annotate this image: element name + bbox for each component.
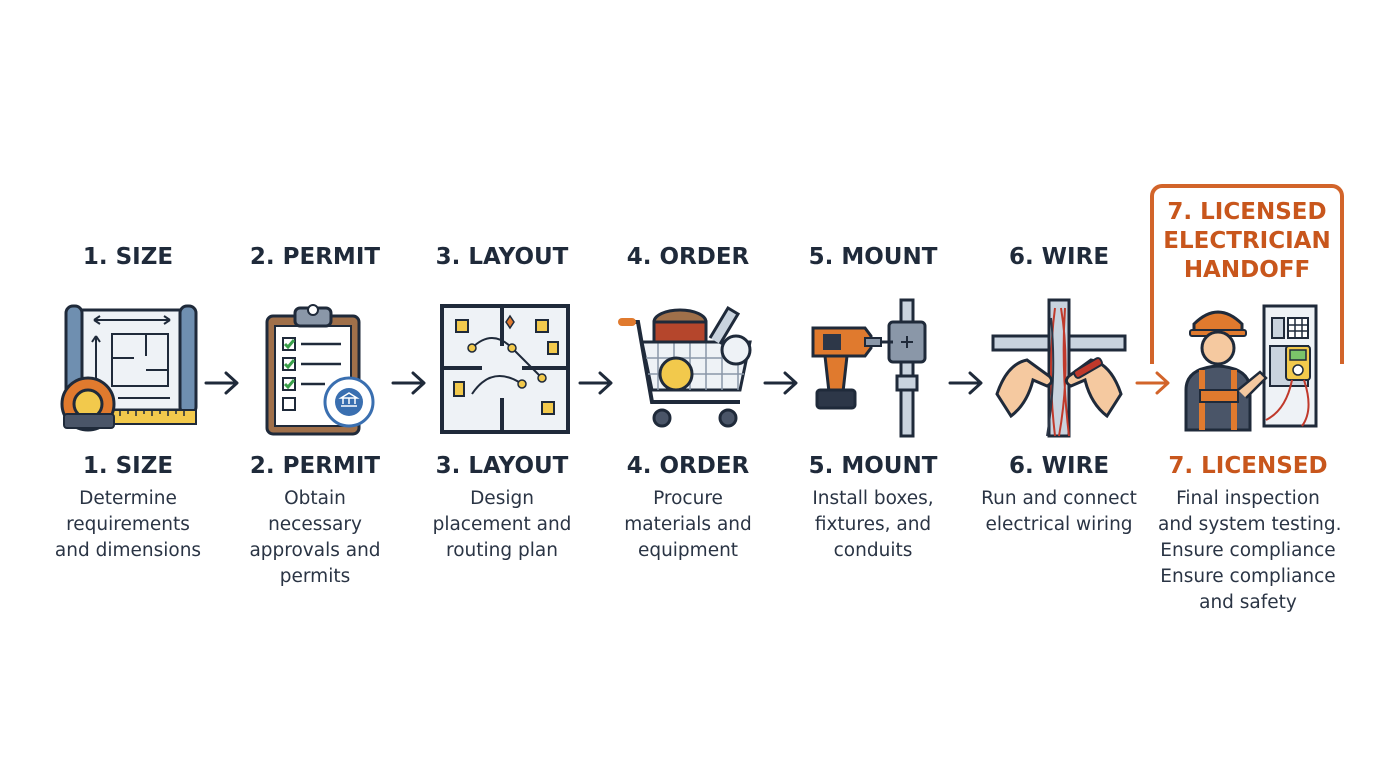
- step-wire: 6. WIRE 6. WIRE Run and connect electric…: [969, 0, 1149, 768]
- clipboard-checklist-icon: [245, 298, 385, 438]
- shopping-cart-icon: [618, 298, 758, 438]
- desc-line: Design: [470, 488, 534, 509]
- step-permit: 2. PERMIT 2. PERMIT Obtain necessary app…: [225, 0, 405, 768]
- step-subtitle: 3. LAYOUT: [435, 453, 569, 479]
- desc-line: permits: [279, 566, 351, 587]
- step-subtitle: 1. SIZE: [82, 453, 174, 479]
- desc-line: Install boxes,: [812, 488, 934, 509]
- step-size: 1. SIZE 1. SIZE Determine requirements a…: [38, 0, 218, 768]
- arrow-right-icon: [203, 369, 241, 397]
- desc-line: Determine: [79, 488, 177, 509]
- step-title-highlighted: 7. LICENSED ELECTRICIAN HANDOFF: [1150, 198, 1344, 285]
- step-title: 3. LAYOUT: [435, 244, 569, 270]
- desc-line: conduits: [833, 540, 913, 561]
- step-licensed-electrician: 7. LICENSED Final inspection and system …: [1158, 0, 1342, 768]
- step-title: 4. ORDER: [626, 244, 750, 270]
- desc-line: requirements: [66, 514, 190, 535]
- desc-line: Obtain: [284, 488, 346, 509]
- title-line: HANDOFF: [1183, 257, 1311, 283]
- desc-line: Procure: [653, 488, 723, 509]
- step-description: Determine requirements and dimensions: [38, 486, 218, 564]
- highlight-frame: [1150, 184, 1344, 364]
- arrow-right-icon: [762, 369, 800, 397]
- step-description: Final inspection and system testing. Ens…: [1158, 486, 1342, 616]
- desc-line: equipment: [637, 540, 739, 561]
- desc-line: fixtures, and: [814, 514, 932, 535]
- title-line: ELECTRICIAN: [1163, 228, 1331, 254]
- step-description: Run and connect electrical wiring: [969, 486, 1149, 538]
- title-line: 7. LICENSED: [1167, 199, 1327, 225]
- arrow-right-icon: [390, 369, 428, 397]
- step-description: Procure materials and equipment: [598, 486, 778, 564]
- step-description: Obtain necessary approvals and permits: [225, 486, 405, 590]
- step-mount: 5. MOUNT 5. MOUNT Install boxes, fixture…: [783, 0, 963, 768]
- desc-line: materials and: [624, 514, 752, 535]
- desc-line: Final inspection: [1176, 488, 1320, 509]
- step-title: 1. SIZE: [82, 244, 174, 270]
- electrician-panel-icon: [1178, 298, 1318, 438]
- desc-line: and system testing.: [1158, 514, 1342, 535]
- arrow-right-icon: [1134, 369, 1172, 397]
- desc-line: and dimensions: [54, 540, 202, 561]
- step-subtitle: 4. ORDER: [626, 453, 750, 479]
- step-title: 5. MOUNT: [808, 244, 938, 270]
- desc-line: approvals and: [249, 540, 381, 561]
- step-layout: 3. LAYOUT 3. LAYOUT Design placement and…: [412, 0, 592, 768]
- arrow-right-icon: [947, 369, 985, 397]
- tape-measure-blueprint-icon: [58, 298, 198, 438]
- step-description: Install boxes, fixtures, and conduits: [783, 486, 963, 564]
- arrow-right-icon: [577, 369, 615, 397]
- step-order: 4. ORDER 4. ORDER Procure materials and …: [598, 0, 778, 768]
- desc-line: Ensure compliance: [1160, 566, 1336, 587]
- desc-line: Ensure compliance: [1160, 540, 1336, 561]
- desc-line: necessary: [268, 514, 362, 535]
- hands-wiring-icon: [989, 298, 1129, 438]
- desc-line: and safety: [1199, 592, 1297, 613]
- step-subtitle: 2. PERMIT: [249, 453, 381, 479]
- desc-line: placement and: [432, 514, 572, 535]
- drill-conduit-icon: [803, 298, 943, 438]
- step-subtitle: 7. LICENSED: [1168, 453, 1328, 479]
- step-subtitle: 5. MOUNT: [808, 453, 938, 479]
- desc-line: Run and connect: [981, 488, 1137, 509]
- desc-line: routing plan: [446, 540, 558, 561]
- desc-line: electrical wiring: [985, 514, 1133, 535]
- step-title: 6. WIRE: [1008, 244, 1110, 270]
- step-description: Design placement and routing plan: [412, 486, 592, 564]
- step-subtitle: 6. WIRE: [1008, 453, 1110, 479]
- step-title: 2. PERMIT: [249, 244, 381, 270]
- floor-plan-icon: [432, 298, 572, 438]
